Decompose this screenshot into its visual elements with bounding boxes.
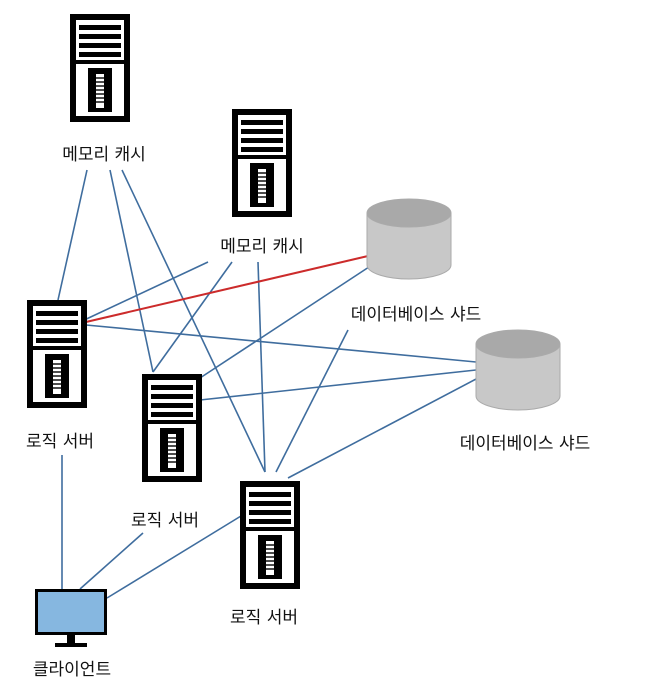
db-1-label: 데이터베이스 샤드 [351,305,482,325]
server-tower-icon [239,480,301,590]
logic-2-label: 로직 서버 [131,511,199,531]
db-1-node[interactable] [366,198,452,280]
server-tower-icon [231,108,293,218]
link-db-1-logic-3 [275,329,349,473]
logic-2-node[interactable] [141,373,203,483]
database-cylinder-icon [366,198,452,280]
link-cache-2-logic-1 [79,261,209,323]
cache-1-label: 메모리 캐시 [62,145,146,165]
cache-1-node[interactable] [69,13,131,123]
logic-1-node[interactable] [26,299,88,409]
link-cache-2-logic-3 [257,261,266,473]
monitor-icon [35,589,107,647]
link-cache-1-logic-2 [109,169,154,373]
link-client-logic-2 [79,532,144,590]
logic-1-label: 로직 서버 [26,432,94,452]
server-tower-icon [26,299,88,409]
logic-3-label: 로직 서버 [230,608,298,628]
link-cache-1-logic-1 [57,169,88,301]
link-db-1-logic-2 [199,264,373,379]
link-db-2-logic-3 [287,377,479,479]
cache-2-node[interactable] [231,108,293,218]
link-db-2-logic-1 [85,324,477,363]
client-label: 클라이언트 [33,660,111,680]
logic-3-node[interactable] [239,480,301,590]
cache-2-label: 메모리 캐시 [220,237,304,257]
link-cache-1-logic-3 [121,169,266,473]
server-tower-icon [141,373,203,483]
db-2-label: 데이터베이스 샤드 [460,434,591,454]
links [57,169,479,599]
server-tower-icon [69,13,131,123]
database-cylinder-icon [475,329,561,411]
client-node[interactable] [35,589,107,647]
link-cache-2-logic-2 [152,261,233,373]
link-db-1-logic-1 [85,255,369,323]
db-2-node[interactable] [475,329,561,411]
link-client-logic-3 [106,515,242,599]
link-db-2-logic-2 [199,369,477,401]
